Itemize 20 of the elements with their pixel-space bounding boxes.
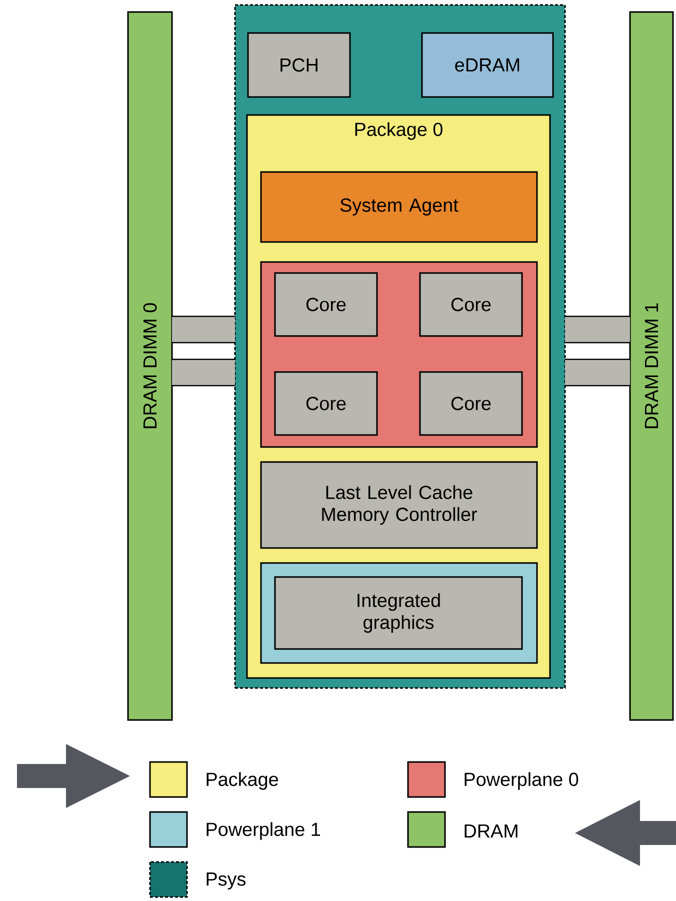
- core-box: Core: [419, 272, 523, 337]
- bus-bar: [172, 358, 235, 386]
- legend-label: Package: [206, 772, 278, 790]
- legend-label: Powerplane 0: [464, 772, 578, 790]
- dimm-bar: DRAM DIMM 0: [127, 11, 173, 721]
- core-box: Core: [274, 272, 378, 337]
- legend-label: Psys: [206, 872, 246, 890]
- component-box: System Agent: [260, 171, 538, 243]
- bus-bar: [172, 316, 235, 344]
- core-box: Core: [419, 371, 523, 436]
- bus-bar: [565, 358, 630, 386]
- component-box: eDRAM: [421, 32, 554, 98]
- legend-label: DRAM: [464, 824, 518, 838]
- bus-bar: [565, 316, 630, 344]
- core-box: Core: [274, 371, 378, 436]
- component-box: Integrated graphics: [274, 576, 523, 650]
- dimm-bar: DRAM DIMM 1: [629, 11, 674, 721]
- legend-label: Powerplane 1: [206, 822, 320, 840]
- component-box: PCH: [247, 32, 351, 98]
- component-box: Last Level Cache Memory Controller: [260, 461, 538, 549]
